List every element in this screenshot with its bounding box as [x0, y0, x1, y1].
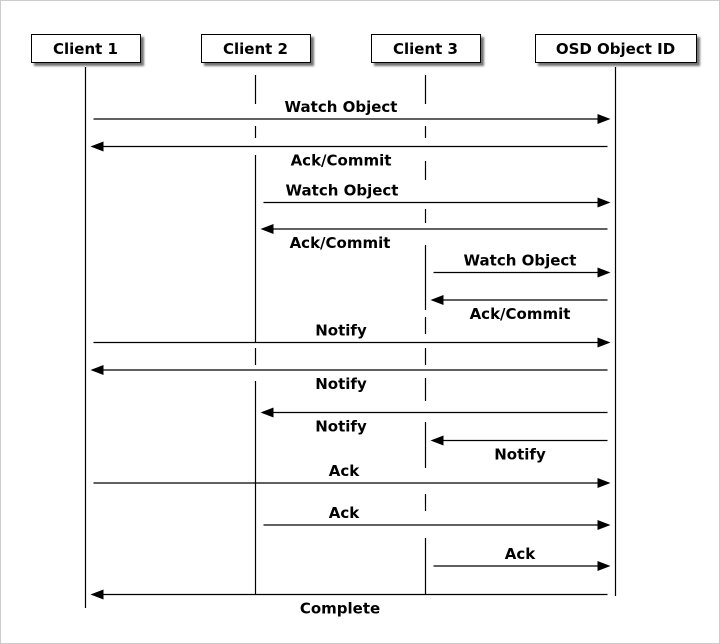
message-label: Ack/Commit — [291, 152, 392, 170]
message-label: Ack — [329, 462, 361, 480]
message-arrowhead — [597, 267, 611, 278]
message-arrowhead — [90, 141, 104, 152]
participant-box-client1: Client 1 — [30, 34, 141, 63]
participant-box-osd: OSD Object ID — [534, 34, 697, 63]
participant-label: Client 2 — [223, 39, 288, 58]
message-arrowhead — [430, 435, 444, 446]
message-arrowhead — [597, 337, 611, 348]
message-label: Ack — [329, 504, 361, 522]
message-label: Notify — [315, 322, 367, 340]
message-label: Watch Object — [285, 98, 398, 116]
message-arrowhead — [597, 478, 611, 488]
message-label: Notify — [315, 375, 367, 393]
message-arrowhead — [430, 295, 444, 305]
message-arrowhead — [90, 589, 104, 600]
message-label: Ack/Commit — [470, 305, 571, 323]
message-arrowhead — [597, 520, 611, 530]
participant-label: Client 3 — [393, 39, 458, 58]
message-label: Notify — [494, 446, 546, 464]
message-arrowhead — [260, 407, 274, 418]
message-arrowhead — [260, 224, 274, 234]
message-label: Notify — [315, 418, 367, 436]
message-arrowhead — [597, 114, 611, 124]
participant-label: OSD Object ID — [555, 39, 676, 58]
participant-label: Client 1 — [53, 39, 118, 58]
message-label: Ack — [505, 545, 537, 563]
message-arrowhead — [90, 365, 104, 375]
message-label: Watch Object — [464, 252, 577, 270]
message-label: Complete — [300, 600, 380, 618]
message-arrowhead — [597, 561, 611, 571]
message-label: Watch Object — [286, 182, 399, 200]
participant-box-client2: Client 2 — [200, 34, 311, 63]
participant-box-client3: Client 3 — [370, 34, 481, 63]
message-arrowhead — [597, 197, 611, 208]
message-label: Ack/Commit — [290, 234, 391, 252]
